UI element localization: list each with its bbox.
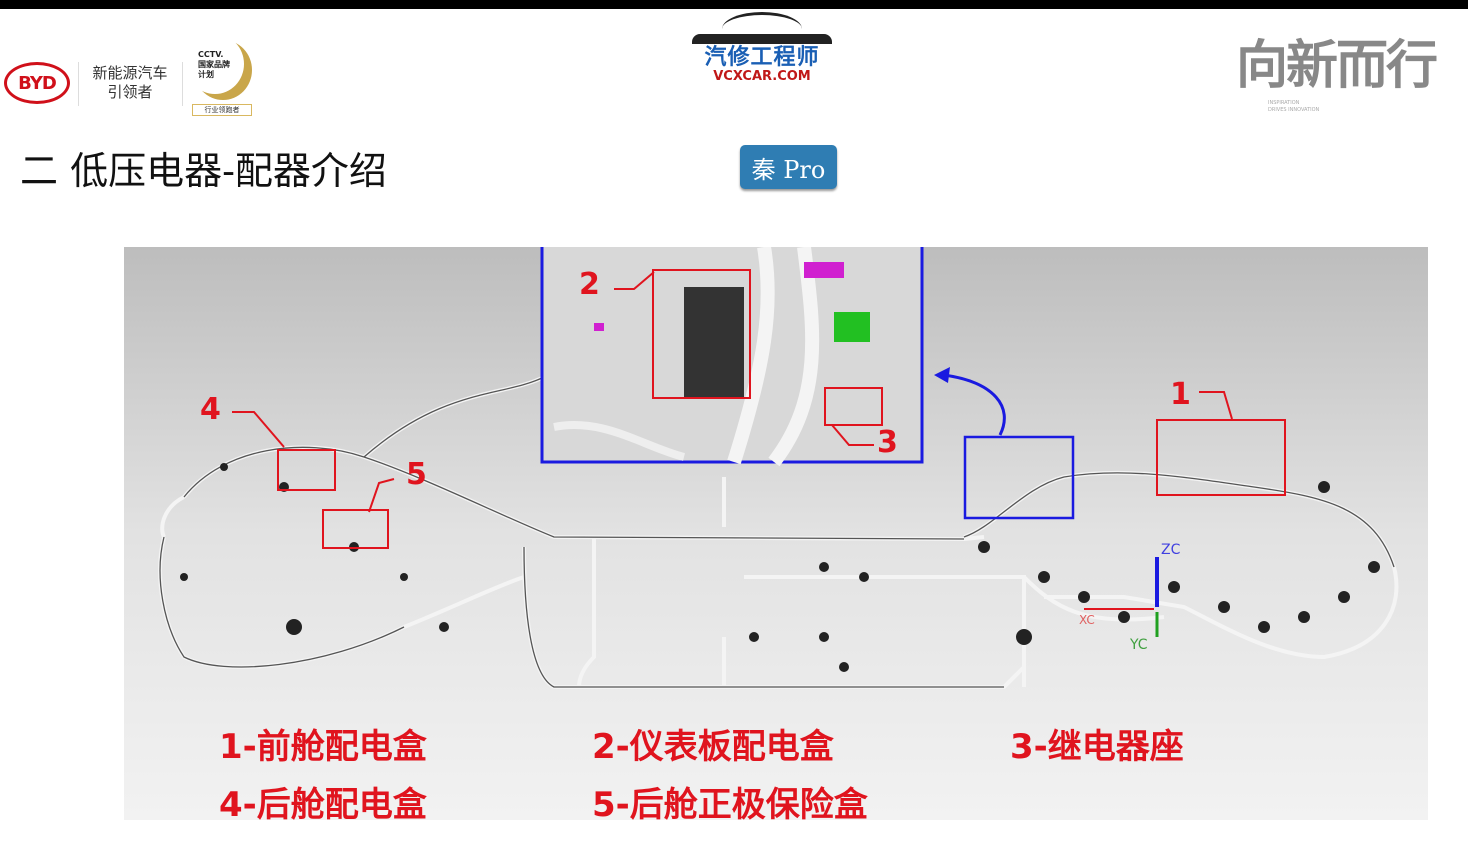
callout-label: 5 [406, 457, 427, 492]
cctv-line: 计划 [198, 70, 214, 79]
page-title: 二 低压电器-配器介绍 [20, 149, 387, 193]
arrowhead-icon [934, 367, 950, 383]
site-url: VCXCAR.COM [713, 69, 811, 84]
wiring-outline [159, 376, 1395, 688]
byd-logo: BYD [4, 62, 70, 104]
model-badge-button[interactable]: 秦 Pro [740, 145, 837, 189]
connectors [180, 463, 1380, 672]
callout-boxes [232, 269, 1286, 549]
harness-drawing [158, 247, 1399, 689]
slogan-line: 引领者 [107, 83, 153, 101]
right-sub-line: INSPIRATION [1268, 100, 1300, 106]
axis-label-z: ZC [1161, 542, 1181, 558]
coordinate-axes [1084, 557, 1159, 637]
legend-item: 5-后舱正极保险盒 [592, 785, 868, 820]
slogan-line: 新能源汽车 [92, 64, 168, 82]
cctv-footer: 行业领跑者 [192, 104, 252, 116]
site-logo: 汽修工程师 VCXCAR.COM [686, 12, 838, 84]
right-logo-sub: INSPIRATION DRIVES INNOVATION [1268, 100, 1319, 114]
divider [78, 62, 79, 106]
top-bar [0, 0, 1468, 9]
inset-detail [553, 247, 870, 467]
callout-label: 3 [877, 425, 898, 460]
brand-slogan: 新能源汽车 引领者 [84, 64, 176, 102]
cctv-line: 国家品牌 [198, 60, 230, 69]
site-name: 汽修工程师 [704, 45, 820, 70]
callout-label: 4 [200, 392, 221, 427]
callout-label: 2 [579, 267, 600, 302]
harness-diagram: 1 2 3 4 5 ZC YC XC 1-前舱配电盒 2-仪表板配电盒 3-继电… [124, 247, 1428, 820]
axis-label-y: YC [1130, 637, 1148, 653]
callout-label: 1 [1170, 377, 1191, 412]
right-logo: 向新而行 [1236, 35, 1438, 96]
legend-item: 2-仪表板配电盒 [592, 727, 834, 767]
relay-highlight-box [963, 435, 1075, 520]
right-sub-line: DRIVES INNOVATION [1268, 107, 1320, 113]
cctv-badge: CCTV. 国家品牌 计划 行业领跑者 [192, 40, 254, 116]
cctv-line: CCTV. [198, 50, 224, 59]
cctv-text: CCTV. 国家品牌 计划 [198, 50, 230, 80]
legend-item: 3-继电器座 [1010, 727, 1184, 767]
legend-item: 4-后舱配电盒 [219, 785, 427, 820]
axis-label-x: XC [1079, 613, 1095, 627]
car-icon [692, 12, 832, 46]
legend-item: 1-前舱配电盒 [219, 727, 427, 767]
arrow-icon [943, 373, 1006, 436]
divider [182, 62, 183, 106]
